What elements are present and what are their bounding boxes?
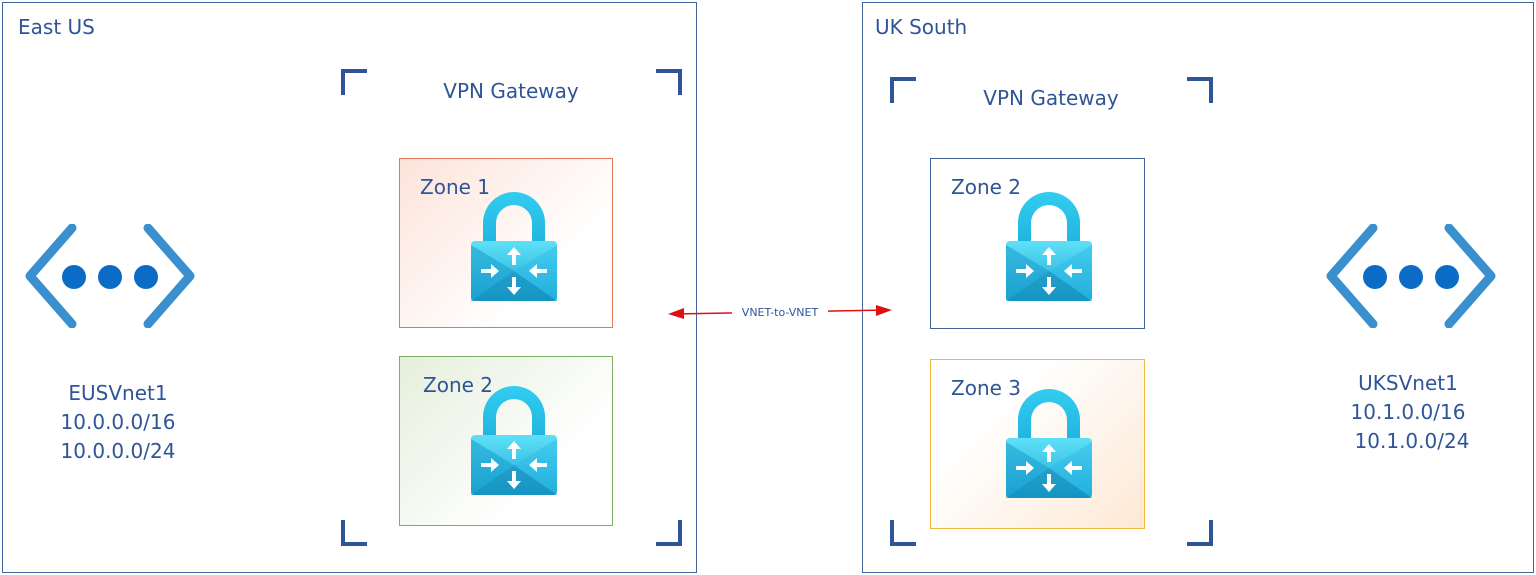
gateway-bracket-top-left <box>890 77 916 103</box>
region-title: East US <box>18 15 95 39</box>
vnet-name: UKSVnet1 <box>1358 371 1458 395</box>
vnet-name: EUSVnet1 <box>68 381 168 405</box>
vpn-gateway-lock-icon <box>1004 384 1094 502</box>
vnet-subnet: 10.1.0.0/24 <box>1354 429 1470 453</box>
vnet-info: UKSVnet1 10.1.0.0/16 10.1.0.0/24 <box>1318 369 1498 456</box>
gateway-bracket-top-right <box>656 69 682 95</box>
connection-label: VNET-to-VNET <box>742 306 819 319</box>
region-title: UK South <box>875 15 968 39</box>
zone-label: Zone 3 <box>951 376 1021 400</box>
vpn-gateway-lock-icon <box>469 187 559 305</box>
vnet-address-space: 10.0.0.0/16 <box>60 410 176 434</box>
connection-arrowhead-right <box>876 305 892 316</box>
gateway-bracket-top-right <box>1187 77 1213 103</box>
gateway-bracket-top-left <box>341 69 367 95</box>
vpn-gateway-title: VPN Gateway <box>983 86 1119 110</box>
zone-box: Zone 3 <box>930 359 1145 529</box>
gateway-bracket-bottom-left <box>341 520 367 546</box>
gateway-bracket-bottom-right <box>656 520 682 546</box>
virtual-network-icon <box>1323 224 1499 328</box>
connection-arrowhead-left <box>668 308 684 319</box>
zone-box: Zone 1 <box>399 158 613 328</box>
vpn-gateway-title: VPN Gateway <box>443 79 579 103</box>
gateway-bracket-bottom-right <box>1187 520 1213 546</box>
vnet-to-vnet-connection: VNET-to-VNET <box>668 305 892 319</box>
vnet-subnet: 10.0.0.0/24 <box>60 439 176 463</box>
gateway-bracket-bottom-left <box>890 520 916 546</box>
zone-label: Zone 1 <box>420 175 490 199</box>
zone-label: Zone 2 <box>951 175 1021 199</box>
zone-label: Zone 2 <box>423 373 493 397</box>
vnet-info: EUSVnet1 10.0.0.0/16 10.0.0.0/24 <box>28 379 208 466</box>
zone-box: Zone 2 <box>930 158 1145 329</box>
vnet-address-space: 10.1.0.0/16 <box>1350 400 1466 424</box>
zone-box: Zone 2 <box>399 356 613 526</box>
virtual-network-icon <box>22 224 198 328</box>
vpn-gateway-lock-icon <box>1004 187 1094 305</box>
vpn-gateway-lock-icon <box>469 381 559 499</box>
